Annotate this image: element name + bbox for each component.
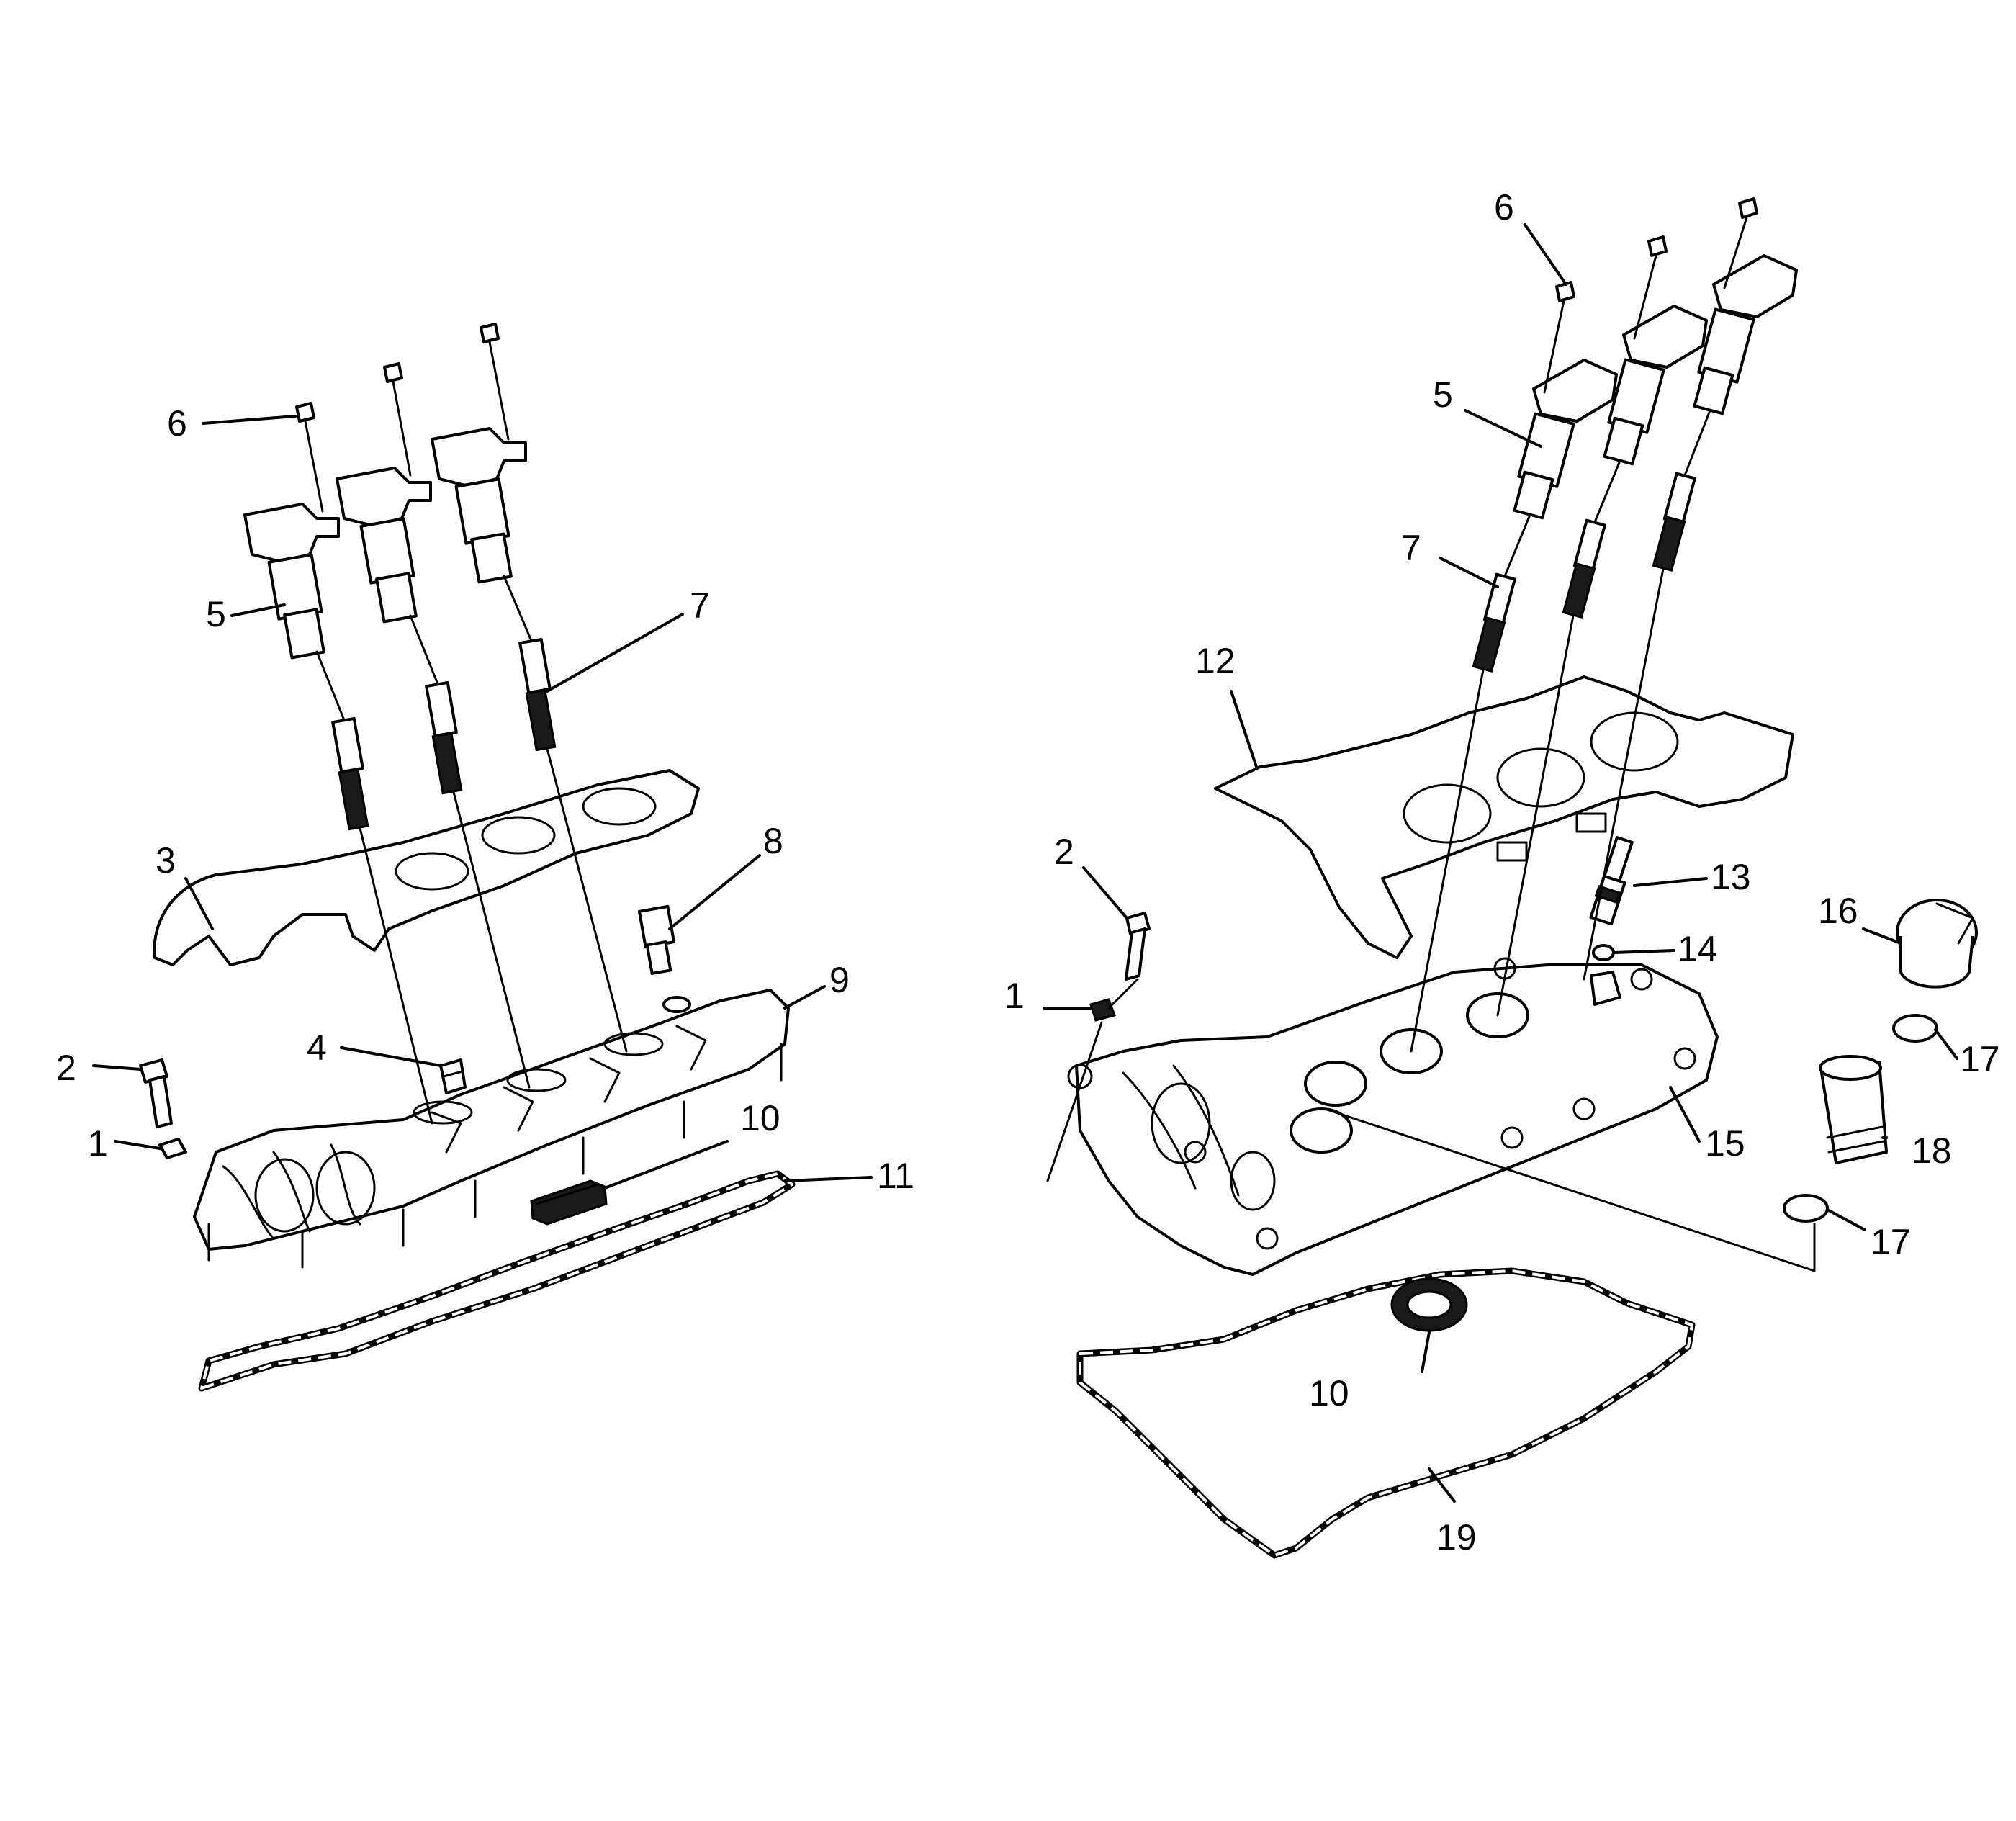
right-nut-1: [1089, 998, 1116, 1022]
left-callout-5: 5: [206, 594, 226, 634]
right-spark-plugs-7: [1472, 472, 1696, 673]
right-alignment-lines: [1046, 216, 1816, 1272]
right-callout-1: 1: [1004, 976, 1025, 1016]
right-cap-16: [1896, 899, 1978, 989]
left-coil-cover-3: [153, 769, 700, 966]
left-callout-10: 10: [740, 1098, 780, 1138]
right-assembly: [1043, 197, 1978, 1559]
right-bolt-2: [1125, 912, 1151, 981]
right-valve-cover-15: [1067, 957, 1719, 1276]
left-assembly: [92, 323, 873, 1392]
left-ignition-coils-5: [243, 427, 527, 660]
right-callout-5: 5: [1433, 374, 1453, 415]
right-gasket-19: [1076, 1267, 1696, 1559]
right-callout-labels: 6 5 7 12 2 1 13 14 16 17 18 15 17 10 19: [1004, 187, 2000, 1557]
right-callout-13: 13: [1711, 857, 1751, 897]
right-seal-10: [1390, 1277, 1468, 1332]
right-ignition-coils-5: [1513, 254, 1798, 520]
right-sensor-13: [1589, 836, 1634, 926]
left-bolts-6: [295, 323, 500, 423]
right-leader-lines: [1043, 223, 1958, 1503]
right-coil-cover-12: [1214, 675, 1794, 959]
right-callout-17-lower: 17: [1871, 1222, 1911, 1262]
left-callout-4: 4: [307, 1028, 327, 1068]
right-callout-14: 14: [1678, 929, 1718, 969]
left-seal-10: [530, 1179, 608, 1226]
right-callout-10: 10: [1309, 1373, 1349, 1413]
left-callout-8: 8: [763, 821, 783, 861]
right-oring-14: [1592, 944, 1615, 961]
right-callout-19: 19: [1436, 1517, 1477, 1557]
right-callout-17-upper: 17: [1960, 1039, 2000, 1079]
left-alignment-lines: [304, 341, 628, 1125]
left-leader-lines: [92, 415, 873, 1190]
left-callout-7: 7: [690, 585, 710, 626]
left-sensor-8: [637, 904, 676, 975]
right-callout-12: 12: [1195, 641, 1236, 681]
right-bolts-6: [1555, 197, 1758, 302]
left-callout-2: 2: [56, 1048, 76, 1088]
left-nut-1: [158, 1138, 187, 1159]
left-callout-labels: 6 5 7 8 3 4 9 2 1 10 11: [56, 403, 914, 1196]
right-callout-6: 6: [1494, 187, 1514, 228]
left-valve-cover-9: [193, 989, 790, 1269]
left-callout-3: 3: [156, 840, 176, 881]
right-callout-7: 7: [1401, 528, 1421, 568]
left-callout-6: 6: [167, 403, 187, 444]
left-spark-plugs-7: [331, 637, 557, 831]
left-callout-9: 9: [829, 960, 850, 1000]
right-filler-tube-18: [1819, 1055, 1888, 1164]
left-callout-11: 11: [877, 1156, 914, 1196]
right-callout-16: 16: [1818, 891, 1858, 931]
left-bolt-2: [139, 1058, 173, 1128]
right-callout-2: 2: [1054, 832, 1074, 872]
left-gasket-11: [198, 1170, 796, 1392]
right-callout-18: 18: [1912, 1130, 1952, 1171]
left-callout-1: 1: [88, 1123, 108, 1164]
right-callout-15: 15: [1705, 1123, 1745, 1164]
left-plug-4: [439, 1058, 467, 1094]
